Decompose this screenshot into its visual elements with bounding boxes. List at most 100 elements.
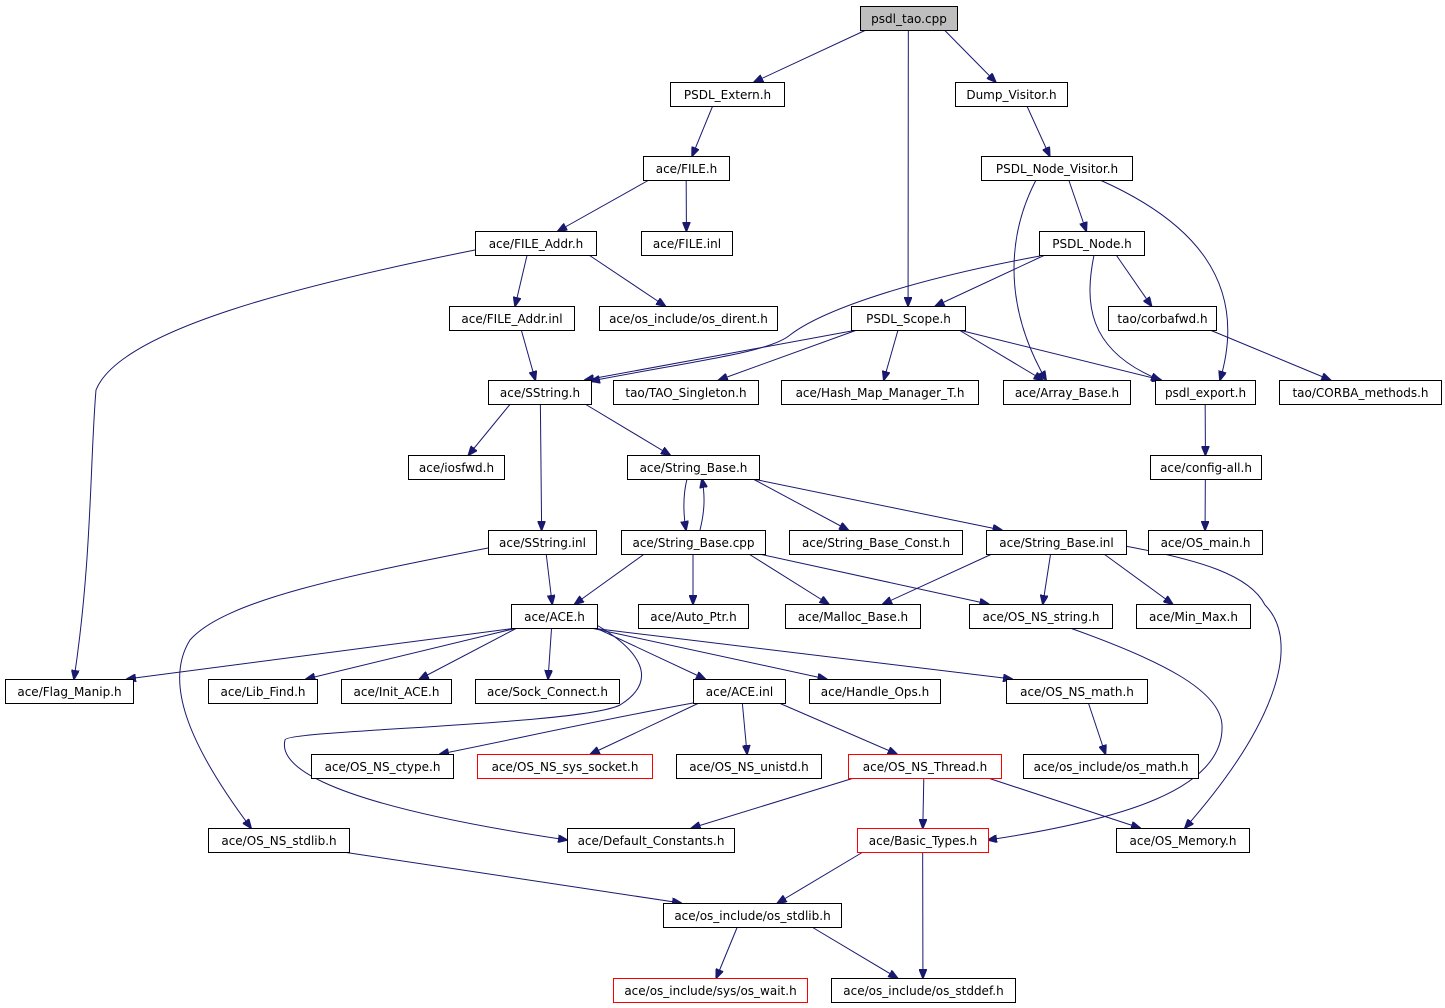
node-handle-ops-h[interactable]: ace/Handle_Ops.h [809,679,941,704]
node-box [831,978,1016,1003]
node-os-main-h[interactable]: ace/OS_main.h [1148,530,1263,555]
node-flag-manip-h[interactable]: ace/Flag_Manip.h [5,679,134,704]
node-tao-corbafwd-h[interactable]: tao/corbafwd.h [1108,306,1217,331]
edge-ace_inl-to-os_ns_thread_h [778,702,897,754]
node-box [477,754,653,779]
node-corba-methods-h[interactable]: tao/CORBA_methods.h [1279,380,1442,405]
node-label: ace/String_Base.cpp [632,536,754,550]
node-psdl-export-h[interactable]: psdl_export.h [1155,380,1256,405]
node-os-ns-thread-h[interactable]: ace/OS_NS_Thread.h [848,754,1002,779]
node-auto-ptr-h[interactable]: ace/Auto_Ptr.h [638,604,749,629]
edge-line [74,249,476,679]
edge-ace_h-to-init_ace_h [420,627,518,679]
node-ace-file-inl[interactable]: ace/FILE.inl [641,231,733,256]
node-label: ace/OS_NS_sys_socket.h [492,760,639,774]
edge-line [590,627,826,679]
node-config-all-h[interactable]: ace/config-all.h [1150,455,1262,480]
node-box [676,754,822,779]
node-label: PSDL_Node.h [1052,237,1132,251]
edge-line [758,553,988,604]
edge-psdl_node_visitor_h-to-array_base_h [1013,179,1046,380]
node-ace-file-addr-inl[interactable]: ace/FILE_Addr.inl [449,306,575,331]
node-os-memory-h[interactable]: ace/OS_Memory.h [1116,828,1250,853]
node-os-stdlib-h[interactable]: ace/os_include/os_stdlib.h [663,903,842,928]
node-psdl-node-visitor-h[interactable]: PSDL_Node_Visitor.h [981,156,1133,181]
edge-line [590,627,1012,679]
node-lib-find-h[interactable]: ace/Lib_Find.h [208,679,318,704]
edge-string_base_h-to-string_base_inl [752,478,1002,530]
node-ace-h[interactable]: ace/ACE.h [511,604,598,629]
node-default-constants-h[interactable]: ace/Default_Constants.h [567,828,735,853]
edge-line [1103,553,1173,604]
node-hash-map-manager-h[interactable]: ace/Hash_Map_Manager_T.h [781,380,979,405]
edge-psdl_node_h-to-tao_corbafwd_h [1115,254,1151,306]
node-malloc-base-h[interactable]: ace/Malloc_Base.h [785,604,921,629]
node-dump-visitor-h[interactable]: Dump_Visitor.h [955,82,1068,107]
edge-ace_h-to-sock_connect_h [548,627,552,679]
node-label: ace/SString.h [500,386,580,400]
node-os-stddef-h[interactable]: ace/os_include/os_stddef.h [831,978,1016,1003]
edge-ace_inl-to-os_ns_unistd_h [741,702,747,754]
node-os-ns-stdlib-h[interactable]: ace/OS_NS_stdlib.h [208,828,350,853]
edge-string_base_inl-to-min_max_h [1103,553,1173,604]
edge-line [719,329,858,380]
node-os-ns-sys-socket-h[interactable]: ace/OS_NS_sys_socket.h [477,754,653,779]
edge-line [748,553,829,604]
node-string-base-cpp[interactable]: ace/String_Base.cpp [621,530,766,555]
node-tao-singleton-h[interactable]: tao/TAO_Singleton.h [613,380,759,405]
node-box [693,679,786,704]
node-ace-iosfwd-h[interactable]: ace/iosfwd.h [408,455,505,480]
node-string-base-inl[interactable]: ace/String_Base.inl [986,530,1127,555]
node-box [670,82,785,107]
edge-ace_h-to-default_constants_h [283,623,642,840]
node-label: ace/OS_main.h [1161,536,1251,550]
node-box [789,530,963,555]
node-ace-inl[interactable]: ace/ACE.inl [693,679,786,704]
node-os-ns-string-h[interactable]: ace/OS_NS_string.h [969,604,1113,629]
node-sock-connect-h[interactable]: ace/Sock_Connect.h [475,679,620,704]
node-psdl-extern-h[interactable]: PSDL_Extern.h [670,82,785,107]
node-os-ns-unistd-h[interactable]: ace/OS_NS_unistd.h [676,754,822,779]
edge-psdl_scope_h-to-ace_sstring_h [585,329,858,380]
node-psdl-tao-cpp[interactable]: psdl_tao.cpp [860,6,958,31]
node-os-wait-h[interactable]: ace/os_include/sys/os_wait.h [613,978,808,1003]
node-label: ace/os_include/os_stddef.h [843,984,1003,998]
edge-line [283,623,642,840]
edge-string_base_cpp-to-malloc_base_h [748,553,829,604]
node-label: ace/os_include/os_dirent.h [609,312,768,326]
edge-string_base_h-to-string_base_const_h [752,478,848,530]
node-psdl-scope-h[interactable]: PSDL_Scope.h [851,306,966,331]
node-box [638,604,749,629]
node-os-ns-ctype-h[interactable]: ace/OS_NS_ctype.h [311,754,454,779]
edge-line [1026,105,1050,156]
node-box [475,231,597,256]
node-sstring-inl[interactable]: ace/SString.inl [488,530,597,555]
node-box [641,231,733,256]
node-label: ace/String_Base_Const.h [802,536,950,550]
node-string-base-h[interactable]: ace/String_Base.h [627,455,760,480]
node-os-math-h[interactable]: ace/os_include/os_math.h [1023,754,1199,779]
node-basic-types-h[interactable]: ace/Basic_Types.h [857,828,989,853]
node-os-ns-math-h[interactable]: ace/OS_NS_math.h [1006,679,1148,704]
node-os-dirent-h[interactable]: ace/os_include/os_dirent.h [599,306,778,331]
edge-line [778,851,864,903]
node-box [1150,455,1262,480]
node-array-base-h[interactable]: ace/Array_Base.h [1003,380,1131,405]
node-ace-file-h[interactable]: ace/FILE.h [643,156,730,181]
node-string-base-const-h[interactable]: ace/String_Base_Const.h [789,530,963,555]
node-init-ace-h[interactable]: ace/Init_ACE.h [341,679,452,704]
edge-dump_visitor_h-to-psdl_node_visitor_h [1026,105,1050,156]
node-label: ace/FILE_Addr.inl [461,312,562,326]
node-label: ace/Sock_Connect.h [487,685,608,699]
node-min-max-h[interactable]: ace/Min_Max.h [1136,604,1251,629]
node-label: PSDL_Scope.h [866,312,951,326]
node-ace-file-addr-h[interactable]: ace/FILE_Addr.h [475,231,597,256]
node-box [1116,828,1250,853]
edge-ace_inl-to-os_ns_ctype_h [440,702,694,754]
edge-ace_sstring_h-to-sstring_inl [540,403,541,530]
node-box [781,380,979,405]
edge-ace_file_addr_inl-to-ace_sstring_h [520,329,535,380]
edge-basic_types_h-to-os_stdlib_h [778,851,864,903]
node-ace-sstring-h[interactable]: ace/SString.h [488,380,592,405]
node-psdl-node-h[interactable]: PSDL_Node.h [1039,231,1145,256]
